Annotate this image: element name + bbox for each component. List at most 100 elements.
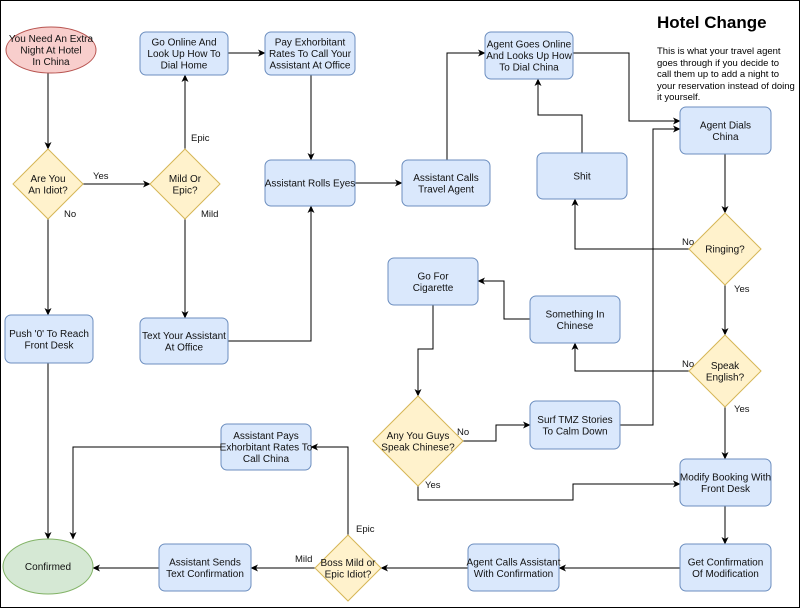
node-label-line: Assistant Pays <box>233 431 299 442</box>
node-label-line: Look Up How To <box>147 49 221 60</box>
node-label-line: Assistant Sends <box>169 557 241 568</box>
edge-label: No <box>64 209 76 220</box>
node-rolls-eyes: Assistant Rolls Eyes <box>264 159 356 207</box>
diamond-shape <box>12 148 84 220</box>
diamond-shape <box>314 534 382 602</box>
process-shape <box>264 31 356 76</box>
node-label-line: Rates To Call Your <box>269 49 352 60</box>
process-shape <box>158 543 252 592</box>
node-label-line: Assistant Rolls Eyes <box>265 179 356 190</box>
node-label-line: Surf TMZ Stories <box>537 415 612 426</box>
edge-label: No <box>682 359 694 370</box>
node-confirmed: Confirmed <box>2 538 94 595</box>
node-shit: Shit <box>536 152 628 200</box>
edge-tmz-to-agent-dials <box>620 125 681 426</box>
node-label-line: Speak <box>711 361 740 372</box>
node-label-line: Boss Mild or <box>320 558 376 569</box>
node-label-line: Confirmed <box>25 562 71 573</box>
node-label-line: To Calm Down <box>542 426 607 437</box>
process-shape <box>679 543 772 592</box>
diagram-description: This is what your travel agent goes thro… <box>657 46 795 103</box>
process-shape <box>529 400 621 450</box>
node-label-line: At Office <box>165 342 204 353</box>
node-label-line: Agent Dials <box>700 120 751 131</box>
node-label-line: And Looks Up How <box>486 51 572 62</box>
diamond-shape <box>688 334 762 408</box>
edge-label: Yes <box>734 284 750 295</box>
process-shape <box>536 152 628 200</box>
edge-ringing-to-shit <box>571 198 689 250</box>
edge-cigarette-to-any-chinese <box>414 305 434 397</box>
process-shape <box>529 295 621 344</box>
node-label-line: Agent Calls Assistant <box>467 557 561 568</box>
process-shape <box>679 106 772 155</box>
ellipse-shape <box>5 26 97 74</box>
node-label-line: Text Confirmation <box>166 569 244 580</box>
process-shape <box>679 458 772 507</box>
node-label-line: Ringing? <box>705 245 745 256</box>
edge-label: No <box>457 427 469 438</box>
diamond-shape <box>372 395 464 487</box>
node-label-line: Call China <box>243 454 290 465</box>
process-shape <box>387 257 479 306</box>
process-shape <box>4 314 94 364</box>
node-label-line: An Idiot? <box>28 185 68 196</box>
node-label-line: Travel Agent <box>418 184 474 195</box>
ellipse-shape <box>2 538 94 595</box>
node-label-line: Epic? <box>172 185 197 196</box>
edge-chinese-to-cigarette <box>477 277 530 320</box>
node-label-line: Go For <box>417 271 449 282</box>
node-label-line: Front Desk <box>701 484 751 495</box>
diamond-shape <box>149 148 221 220</box>
process-shape <box>139 31 229 76</box>
process-shape <box>264 159 356 207</box>
node-label-line: Cigarette <box>413 283 454 294</box>
node-label-line: To Dial China <box>499 63 559 74</box>
edge-label: Epic <box>191 133 210 144</box>
diamond-shape <box>688 212 762 286</box>
node-label-line: Text Your Assistant <box>142 331 226 342</box>
edge-label: Yes <box>93 171 109 182</box>
node-label-line: Go Online And <box>151 38 216 49</box>
edge-label: Mild <box>201 209 218 220</box>
node-label-line: With Confirmation <box>474 569 553 580</box>
diagram-title: Hotel Change <box>657 13 767 32</box>
edge-calls-agent-to-agent-online <box>446 49 486 160</box>
process-shape <box>467 543 560 592</box>
node-label-line: Are You <box>30 174 65 185</box>
process-shape <box>401 159 491 207</box>
node-label-line: Agent Goes Online <box>487 40 572 51</box>
edge-any-chinese-to-tmz <box>463 421 531 442</box>
process-shape <box>484 31 574 80</box>
node-label-line: Speak Chinese? <box>381 442 455 453</box>
edge-label: Epic <box>356 524 375 535</box>
node-label-line: Modify Booking With <box>680 472 771 483</box>
edge-label: Yes <box>425 480 441 491</box>
node-label-line: English? <box>706 372 745 383</box>
edge-text-asst-to-rolls-eyes <box>228 205 315 342</box>
edge-boss-to-asst-pays <box>310 443 349 535</box>
node-label-line: Shit <box>573 172 590 183</box>
node-label-line: Of Modification <box>692 569 759 580</box>
node-label-line: Mild Or <box>169 174 202 185</box>
